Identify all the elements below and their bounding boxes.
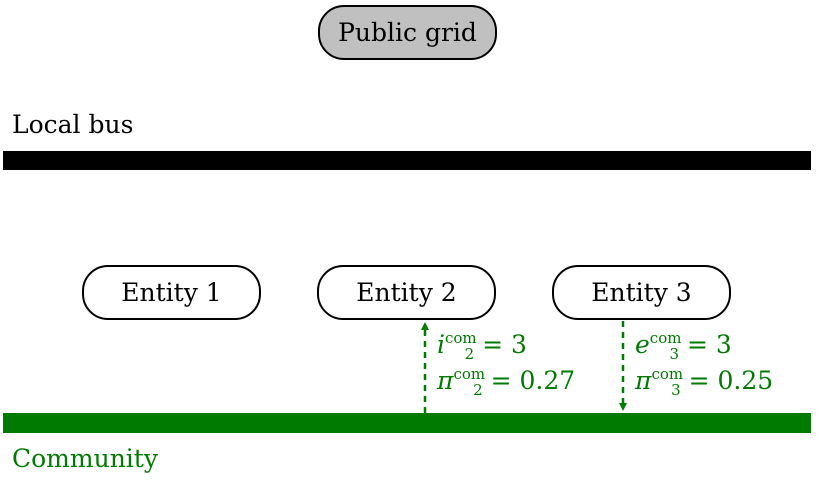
entity-1-label: Entity 1 xyxy=(121,278,222,307)
entity-3-node: Entity 3 xyxy=(552,265,731,320)
entity-2-node: Entity 2 xyxy=(317,265,496,320)
entity-3-label: Entity 3 xyxy=(591,278,692,307)
flow-3-quantity: ecom3 = 3 xyxy=(635,329,732,363)
community-label: Community xyxy=(12,444,158,473)
local-bus-label: Local bus xyxy=(12,110,134,139)
flow-3-price: πcom3 = 0.25 xyxy=(635,365,774,399)
local-bus-line xyxy=(3,151,811,170)
community-bus-line xyxy=(3,413,811,433)
entity-1-node: Entity 1 xyxy=(82,265,261,320)
public-grid-node: Public grid xyxy=(318,5,497,60)
public-grid-label: Public grid xyxy=(338,18,477,47)
entity-2-label: Entity 2 xyxy=(356,278,457,307)
flow-2-price: πcom2 = 0.27 xyxy=(437,365,576,399)
flow-2-quantity: icom2 = 3 xyxy=(437,329,527,363)
